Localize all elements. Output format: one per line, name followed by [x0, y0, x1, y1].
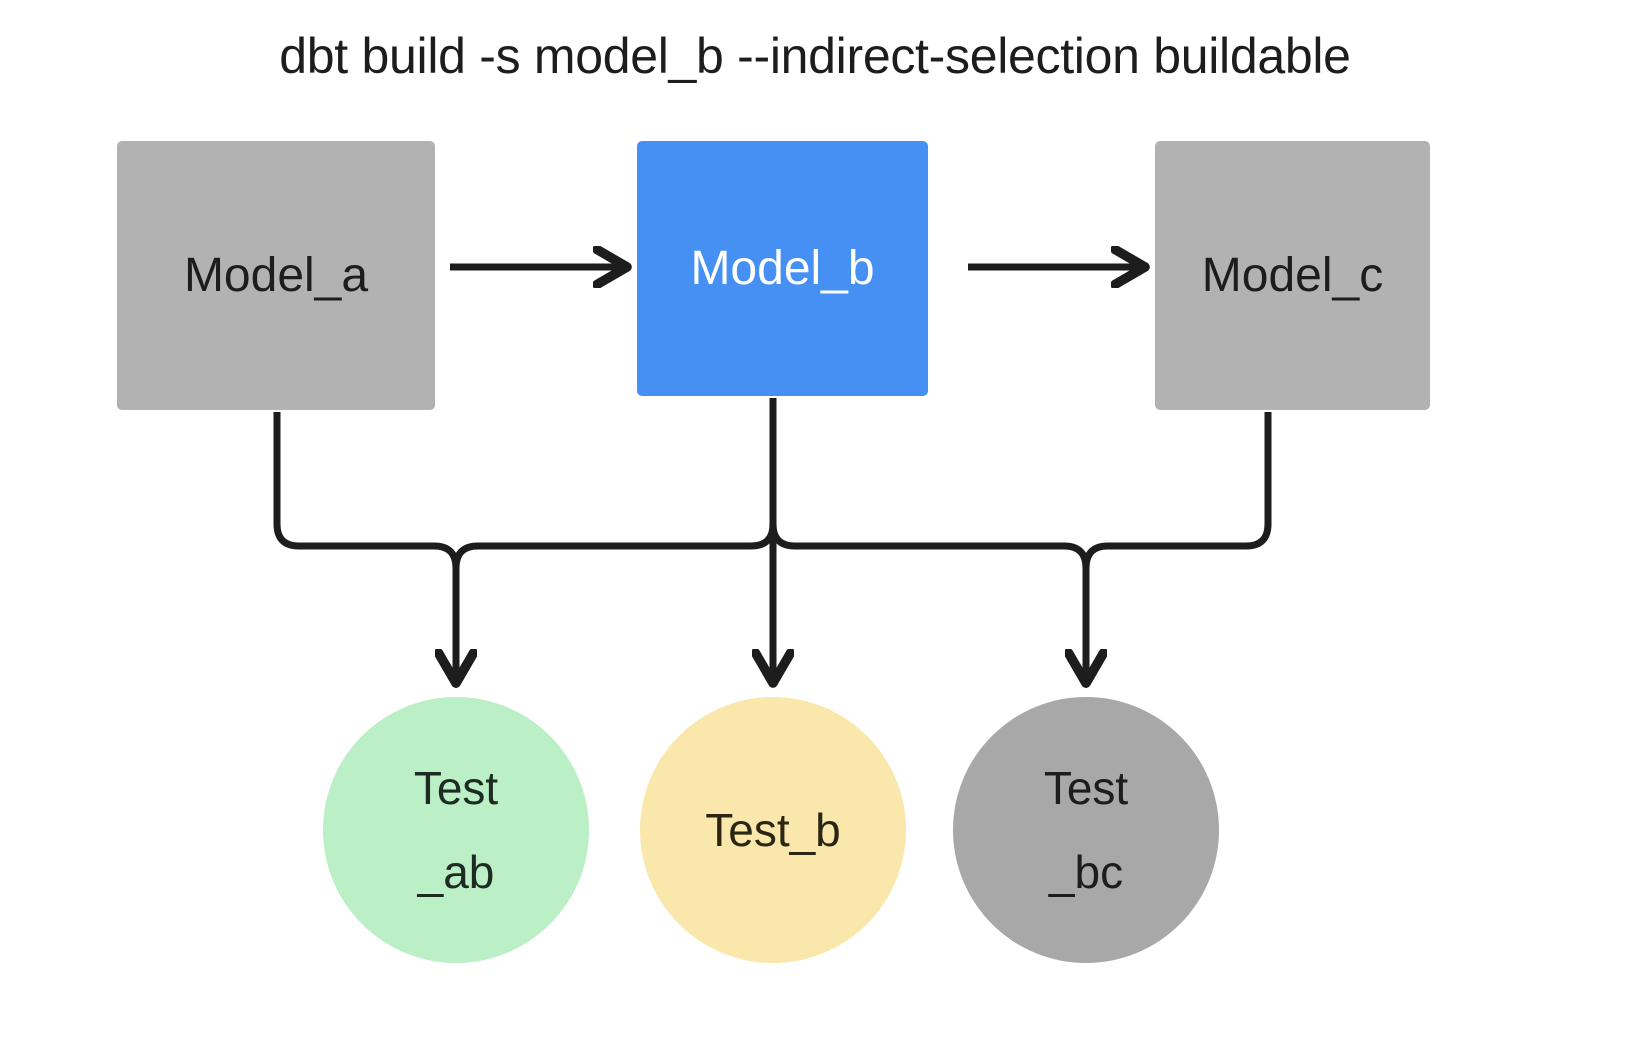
node-test-ab-label-line-2: _ab: [417, 846, 495, 898]
edge-model-a-to-test-ab: [273, 412, 456, 681]
node-model-c[interactable]: Model_c: [1155, 141, 1430, 410]
node-model-b-label: Model_b: [690, 241, 875, 295]
node-test-bc-label-line-2: _bc: [1048, 846, 1124, 898]
node-test-bc-label-line-1: Test: [1043, 762, 1129, 814]
node-model-a-label: Model_a: [183, 248, 369, 302]
edge-model-b-to-test-bc: [769, 398, 1086, 681]
node-test-b[interactable]: Test_b: [640, 697, 906, 963]
node-test-ab[interactable]: Test _ab: [323, 697, 589, 963]
node-model-c-label: Model_c: [1201, 248, 1384, 302]
node-model-a[interactable]: Model_a: [117, 141, 435, 410]
diagram-title: dbt build -s model_b --indirect-selectio…: [279, 28, 1351, 84]
node-test-ab-label-line-1: Test: [413, 762, 499, 814]
node-test-bc[interactable]: Test _bc: [953, 697, 1219, 963]
node-test-b-label-line-1: Test_b: [705, 804, 841, 856]
edge-model-b-to-test-ab: [456, 398, 777, 681]
node-model-b[interactable]: Model_b: [637, 141, 928, 396]
edge-model-c-to-test-bc: [1086, 412, 1272, 681]
